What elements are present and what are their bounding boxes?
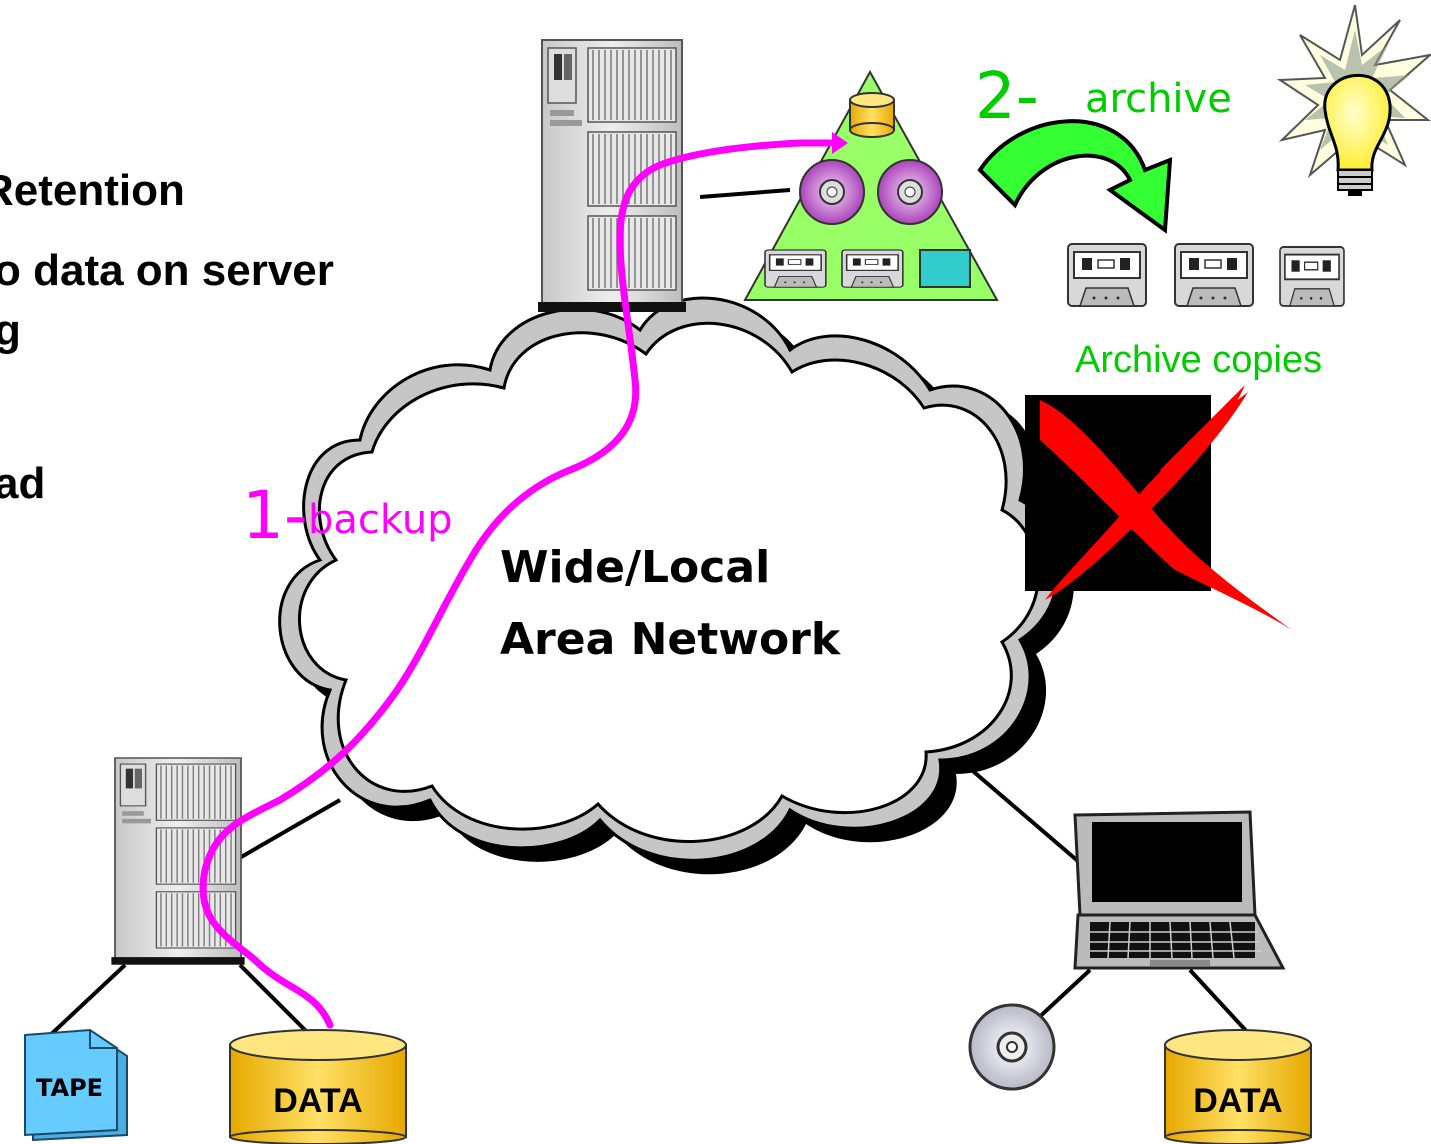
link-left-server [235,798,341,862]
cassette-icon [764,249,827,288]
step1-number: 1- [242,477,308,554]
disk-cylinder-icon [849,92,895,138]
lightbulb-icon [1276,4,1431,196]
optical-disc-icon [877,159,943,225]
backup-path-arrowhead [832,132,848,154]
server-left [110,757,246,966]
tape-icon: TAPE [24,1028,128,1142]
cassette-icon [1174,243,1254,307]
bullet-line-3: g [0,306,21,355]
archive-copies: Archive copies [1067,243,1345,381]
archive-copies-label: Archive copies [1075,339,1322,381]
network-label-line-2: Area Network [500,614,842,665]
step2-text: archive [1085,76,1232,122]
bullet-line-2: o data on server [0,246,334,295]
storage-hierarchy-pyramid [743,69,999,301]
link-data-left [238,963,312,1037]
step2-label: 2- archive [975,60,1232,134]
server-top [537,39,687,313]
step1-label: 1- backup [242,477,453,554]
failed-system-x [1025,385,1292,630]
optical-disc-icon [799,159,865,225]
step2-number: 2- [975,60,1039,134]
archive-arrow [977,119,1173,234]
cassette-icon [1067,243,1147,307]
cartridge-icon [919,249,971,288]
network-cloud: Wide/Local Area Network [278,296,1074,875]
cassette-icon [841,249,904,288]
network-label-line-1: Wide/Local [500,542,770,593]
link-tape [43,963,127,1042]
link-server-storage [699,188,791,199]
cd-icon [968,1003,1056,1091]
data-cylinder-right: DATA [1164,1029,1312,1144]
laptop-icon [1073,810,1286,970]
data-label-right: DATA [1193,1082,1282,1120]
data-cylinder-left: DATA [229,1029,407,1144]
backup-path [199,139,834,1029]
link-data-right [1188,968,1252,1037]
data-label-left: DATA [273,1082,362,1120]
cassette-icon [1279,246,1345,307]
step1-text: backup [308,497,453,543]
tape-label: TAPE [36,1074,103,1102]
bullet-text-block: Retention o data on server g ad [0,166,334,508]
bullet-line-4: ad [0,459,45,508]
bullet-line-1: Retention [0,166,185,215]
